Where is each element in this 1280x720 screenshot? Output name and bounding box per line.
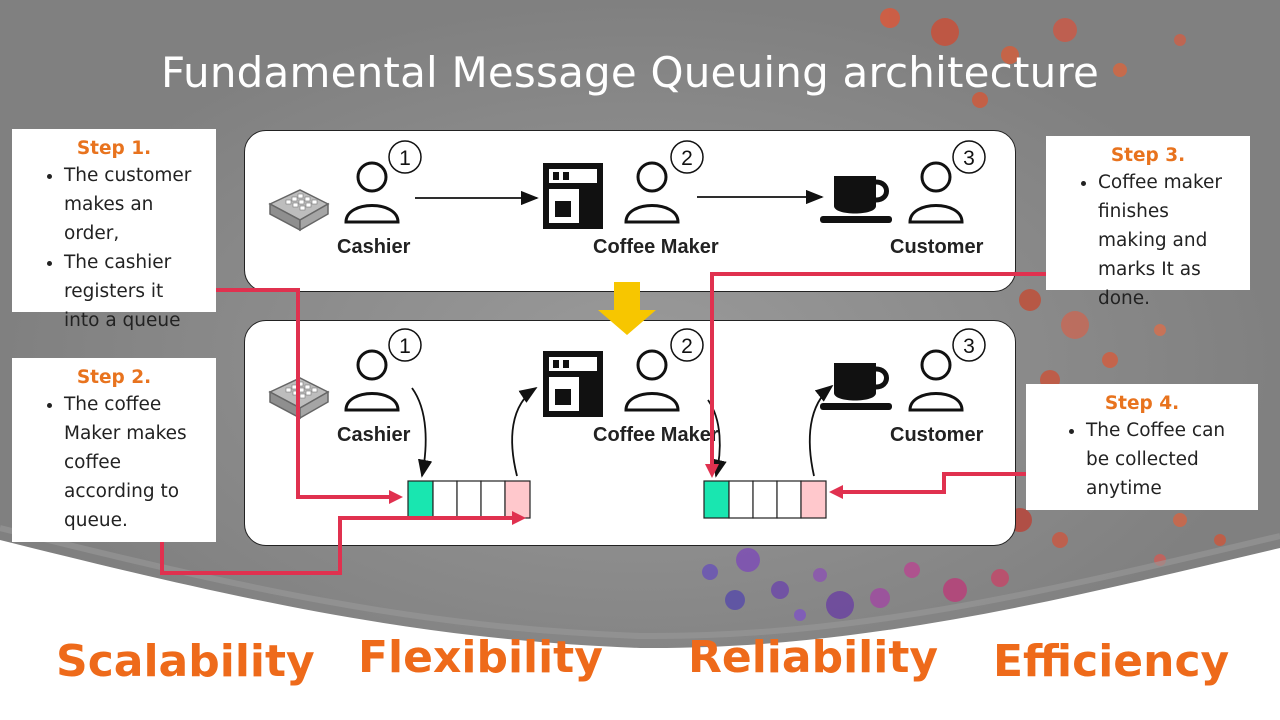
- step-1-bullet: The cashier registers it into a queue: [64, 248, 204, 335]
- bottom-customer-label: Customer: [890, 424, 984, 446]
- top-coffee-maker-label: Coffee Maker: [593, 236, 719, 258]
- step-4-heading: Step 4.: [1104, 393, 1180, 414]
- step-3-box: Step 3. Coffee maker finishes making and…: [1046, 136, 1250, 309]
- benefit-scalability: Scalability: [56, 636, 315, 687]
- step-3-bullet: Coffee maker finishes making and marks I…: [1098, 168, 1238, 313]
- step-4-box: Step 4. The Coffee can be collected anyt…: [1026, 384, 1258, 510]
- bottom-band: [0, 540, 1280, 720]
- step-2-heading: Step 2.: [76, 367, 152, 388]
- top-panel: [244, 130, 1016, 292]
- bottom-cashier-label: Cashier: [337, 424, 411, 446]
- benefit-flexibility: Flexibility: [358, 632, 603, 683]
- step-1-heading: Step 1.: [76, 138, 152, 159]
- bottom-coffee-maker-label: Coffee Maker: [593, 424, 719, 446]
- step-3-heading: Step 3.: [1110, 145, 1186, 166]
- step-4-bullet: The Coffee can be collected anytime: [1086, 416, 1246, 503]
- slide-title: Fundamental Message Queuing architecture: [160, 48, 1100, 97]
- step-1-bullet: The customer makes an order,: [64, 161, 204, 248]
- top-cashier-label: Cashier: [337, 236, 411, 258]
- step-2-bullet: The coffee Maker makes coffee according …: [64, 390, 204, 535]
- decorative-dots: [702, 8, 1226, 621]
- step-1-box: Step 1. The customer makes an order, The…: [12, 129, 216, 331]
- step-2-box: Step 2. The coffee Maker makes coffee ac…: [12, 358, 216, 542]
- benefit-efficiency: Efficiency: [993, 636, 1230, 687]
- benefit-reliability: Reliability: [688, 632, 939, 683]
- top-customer-label: Customer: [890, 236, 984, 258]
